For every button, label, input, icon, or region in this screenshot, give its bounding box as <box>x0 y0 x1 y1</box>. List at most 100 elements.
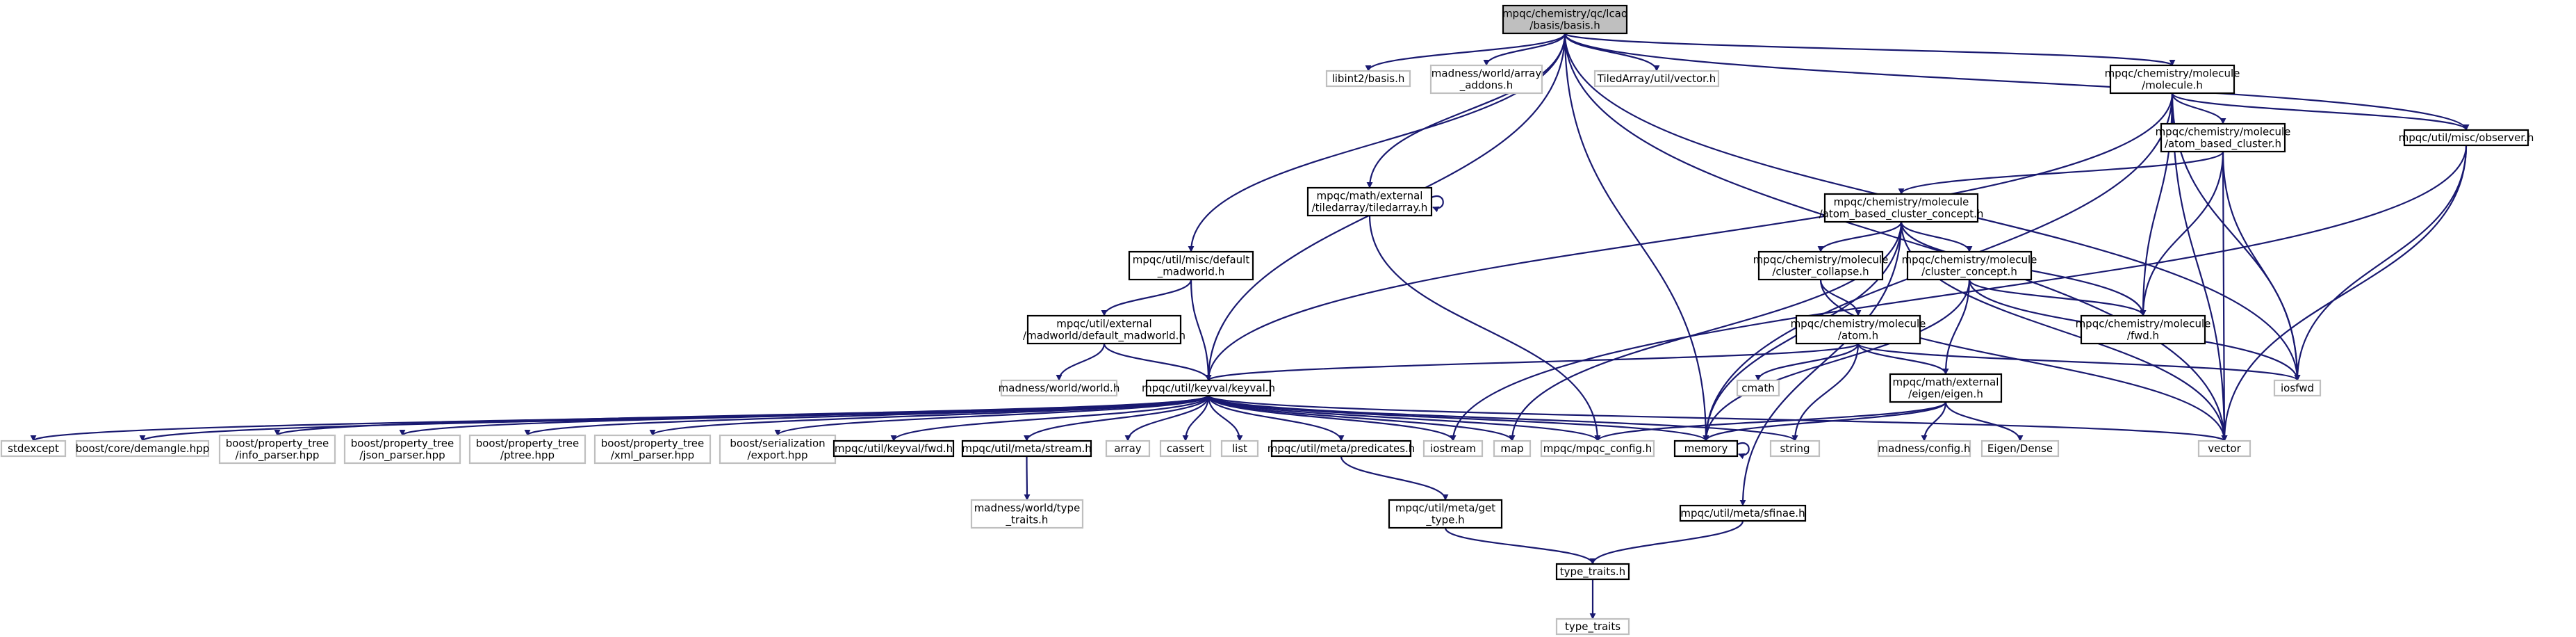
node-box <box>343 434 461 465</box>
node-molecule-fwd[interactable]: mpqc/chemistry/molecule/fwd.h <box>2076 314 2211 345</box>
edge-observer-to-vector <box>2221 145 2468 442</box>
node-label-line: _addons.h <box>1459 79 1513 92</box>
node-box <box>1429 64 1543 95</box>
node-box <box>1159 440 1212 458</box>
edge-keyval-to-mpqc-config <box>1207 395 1601 442</box>
edge-basis-to-memory <box>1564 33 1709 442</box>
node-label-line: _type.h <box>1425 514 1464 527</box>
node-xml-parser: boost/property_tree/xml_parser.hpp <box>593 434 712 465</box>
node-cluster-collapse[interactable]: mpqc/chemistry/molecule/cluster_collapse… <box>1753 250 1889 281</box>
edge-sfinae-to-type-traits-h <box>1589 520 1744 565</box>
node-box <box>1128 250 1254 281</box>
node-eigen[interactable]: mpqc/math/external/eigen/eigen.h <box>1889 373 2003 403</box>
node-atom[interactable]: mpqc/chemistry/molecule/atom.h <box>1791 314 1926 345</box>
node-cluster-concept[interactable]: mpqc/chemistry/molecule/cluster_concept.… <box>1902 250 2037 281</box>
node-type-traits: type_traits <box>1555 618 1630 636</box>
node-label-line: /info_parser.hpp <box>236 449 320 462</box>
edge-atom-based-cluster-to-molecule-fwd <box>2140 151 2224 316</box>
node-get-type[interactable]: mpqc/util/meta/get_type.h <box>1388 499 1503 529</box>
edge-stream-to-madness-type-traits <box>1024 455 1031 501</box>
edge-abcc-to-cluster-concept <box>1900 221 1973 252</box>
node-sfinae[interactable]: mpqc/util/meta/sfinae.h <box>1679 504 1807 522</box>
node-label-line: type_traits <box>1565 620 1621 634</box>
node-type-traits-h[interactable]: type_traits.h <box>1555 563 1630 581</box>
node-label-line: /ptree.hpp <box>500 449 555 462</box>
node-memory[interactable]: memory <box>1673 440 1739 458</box>
node-ptree: boost/property_tree/ptree.hpp <box>468 434 586 465</box>
node-box <box>1673 440 1739 458</box>
node-keyval-fwd[interactable]: mpqc/util/keyval/fwd.h <box>832 440 955 458</box>
node-keyval[interactable]: mpqc/util/keyval/keyval.h <box>1142 379 1275 397</box>
edge-keyval-to-info-parser <box>274 394 1210 437</box>
node-vector: vector <box>2197 440 2251 458</box>
edge-eigen-to-mpqc-config <box>1594 401 1947 442</box>
node-abcc[interactable]: mpqc/chemistry/molecule/atom_based_clust… <box>1819 193 1984 223</box>
node-box <box>2197 440 2251 458</box>
node-demangle: boost/core/demangle.hpp <box>76 440 209 458</box>
node-box <box>1823 193 1979 223</box>
node-box <box>1493 440 1532 458</box>
edge-atom-to-string <box>1791 343 1860 442</box>
node-molecule[interactable]: mpqc/chemistry/molecule/molecule.h <box>2105 64 2240 95</box>
node-label-line: mpqc/chemistry/molecule <box>2076 318 2211 330</box>
edge-abcc-to-cluster-collapse <box>1817 221 1903 252</box>
node-box <box>1145 379 1272 397</box>
node-label-line: /cluster_concept.h <box>1921 266 2017 279</box>
node-madness-type-traits: madness/world/type_traits.h <box>970 499 1084 529</box>
node-box <box>1593 70 1720 88</box>
node-stream[interactable]: mpqc/util/meta/stream.h <box>961 440 1092 458</box>
node-box <box>1679 504 1807 522</box>
node-observer[interactable]: mpqc/util/misc/observer.h <box>2399 129 2534 147</box>
edge-molecule-to-atom-based-cluster <box>2171 92 2226 124</box>
node-label-line: madness/world/type <box>974 502 1081 515</box>
edge-keyval-to-array <box>1124 395 1210 442</box>
node-label-line: mpqc/util/meta/get <box>1395 502 1495 515</box>
edge-basis-to-observer <box>1564 33 2470 131</box>
edge-keyval-to-cassert <box>1182 395 1210 442</box>
edge-keyval-to-ptree <box>524 394 1210 437</box>
node-box <box>1795 314 1921 345</box>
edge-cluster-concept-to-eigen <box>1942 279 1971 375</box>
node-predicates[interactable]: mpqc/util/meta/predicates.h <box>1268 440 1416 458</box>
node-label-line: iostream <box>1430 442 1476 455</box>
node-label-line: cassert <box>1167 442 1204 455</box>
node-list: list <box>1220 440 1259 458</box>
node-label-line: _traits.h <box>1006 514 1049 527</box>
node-info-parser: boost/property_tree/info_parser.hpp <box>218 434 336 465</box>
node-tiledarray-vector: TiledArray/util/vector.h <box>1593 70 1720 88</box>
node-basis[interactable]: mpqc/chemistry/qc/lcao/basis/basis.h <box>1502 4 1628 35</box>
edge-molecule-to-vector <box>2171 92 2228 442</box>
edge-molecule-to-observer <box>2171 92 2470 131</box>
node-label-line: mpqc/chemistry/molecule <box>1834 196 1969 209</box>
node-label-line: map <box>1500 442 1523 455</box>
node-label-line: mpqc/util/keyval/fwd.h <box>835 442 953 455</box>
node-label-line: boost/property_tree <box>476 437 580 451</box>
node-label-line: boost/property_tree <box>351 437 454 451</box>
node-box <box>2273 379 2322 397</box>
node-label-line: boost/property_tree <box>226 437 329 451</box>
node-label-line: iosfwd <box>2281 382 2314 394</box>
node-label-line: mpqc/math/external <box>1893 376 1999 389</box>
node-atom-based-cluster[interactable]: mpqc/chemistry/molecule/atom_based_clust… <box>2156 122 2291 153</box>
edge-basis-to-molecule <box>1564 32 2176 67</box>
node-ext-default-madworld[interactable]: mpqc/util/external/madworld/default_madw… <box>1023 314 1186 345</box>
edge-keyval-to-iostream <box>1207 395 1457 442</box>
node-box <box>1555 618 1630 636</box>
edge-get-type-to-type-traits-h <box>1444 527 1596 565</box>
node-default-madworld[interactable]: mpqc/util/misc/default_madworld.h <box>1128 250 1254 281</box>
node-label-line: stdexcept <box>8 442 59 455</box>
node-tiledarray[interactable]: mpqc/math/external/tiledarray/tiledarray… <box>1306 186 1433 217</box>
edge-basis-to-tiledarray-vector <box>1564 33 1660 72</box>
node-label-line: /madworld/default_madworld.h <box>1023 330 1186 343</box>
node-box <box>1105 440 1151 458</box>
edge-keyval-to-stream <box>1024 395 1210 442</box>
node-box <box>593 434 712 465</box>
node-label-line: libint2/basis.h <box>1332 72 1405 85</box>
node-label-line: /atom.h <box>1838 330 1878 342</box>
node-label-line: madness/world/array <box>1431 67 1542 80</box>
edge-keyval-to-xml-parser <box>649 394 1210 437</box>
node-label-line: /cluster_collapse.h <box>1772 266 1869 279</box>
edge-tiledarray-to-tiledarray <box>1431 195 1444 213</box>
node-label-line: mpqc/util/misc/default <box>1133 254 1250 266</box>
